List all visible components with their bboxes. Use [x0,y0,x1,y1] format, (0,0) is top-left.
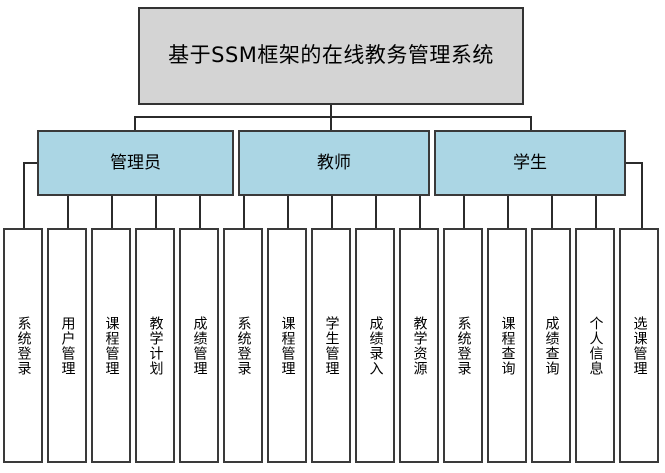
role-node-teacher-label: 教师 [317,152,351,173]
connector-admin-leaf-2 [67,196,69,229]
role-node-student[interactable]: 学生 [434,130,626,196]
connector-admin-left-drop [23,162,25,218]
connector-root-to-admin [134,116,136,130]
leaf-node[interactable]: 课程管理 [91,228,131,463]
leaf-node[interactable]: 成绩录入 [355,228,395,463]
leaf-node[interactable]: 个人信息 [575,228,615,463]
connector-admin-left-hook [23,162,39,164]
connector-student-leaf-1 [463,196,465,229]
connector-student-leaf-4 [595,196,597,229]
leaf-node-label: 个人信息 [587,315,604,376]
role-node-student-label: 学生 [513,152,547,173]
role-node-teacher[interactable]: 教师 [238,130,430,196]
connector-student-right-hook [624,162,643,164]
leaf-node-label: 系统登录 [455,315,472,376]
leaf-node[interactable]: 教学资源 [399,228,439,463]
role-node-admin[interactable]: 管理员 [37,130,234,196]
leaf-node-label: 成绩查询 [543,315,560,376]
leaf-node[interactable]: 系统登录 [3,228,43,463]
leaf-node[interactable]: 用户管理 [47,228,87,463]
leaf-node-label: 选课管理 [631,315,648,376]
leaf-node-label: 学生管理 [323,315,340,376]
connector-teacher-leaf-2 [287,196,289,229]
leaf-node-label: 系统登录 [15,315,32,376]
leaf-node[interactable]: 选课管理 [619,228,659,463]
leaf-node-label: 教学计划 [147,315,164,376]
leaf-node-label: 用户管理 [59,315,76,376]
connector-root-stem [330,105,332,117]
connector-admin-leaf-5 [199,196,201,229]
connector-admin-leaf-3 [111,196,113,229]
connector-root-bus [134,116,532,118]
connector-student-leaf-2 [507,196,509,229]
connector-teacher-leaf-3 [331,196,333,229]
connector-student-right-drop [641,162,643,229]
connector-root-to-student [530,116,532,130]
connector-teacher-leaf-5 [419,196,421,229]
leaf-node-label: 课程管理 [103,315,120,376]
leaf-node-label: 系统登录 [235,315,252,376]
root-node-label: 基于SSM框架的在线教务管理系统 [168,43,494,68]
root-node-system-title[interactable]: 基于SSM框架的在线教务管理系统 [138,7,524,105]
connector-student-leaf-3 [551,196,553,229]
connector-root-to-teacher [330,116,332,130]
leaf-node[interactable]: 成绩查询 [531,228,571,463]
leaf-node-label: 成绩录入 [367,315,384,376]
connector-admin-leaf-4 [155,196,157,229]
role-node-admin-label: 管理员 [110,152,161,173]
leaf-node[interactable]: 课程管理 [267,228,307,463]
leaf-node-label: 课程查询 [499,315,516,376]
leaf-node[interactable]: 教学计划 [135,228,175,463]
leaf-node-label: 成绩管理 [191,315,208,376]
leaf-node[interactable]: 课程查询 [487,228,527,463]
leaf-node-label: 教学资源 [411,315,428,376]
connector-admin-leaf-1 [23,217,25,229]
leaf-node[interactable]: 系统登录 [223,228,263,463]
leaf-node[interactable]: 学生管理 [311,228,351,463]
leaf-node-label: 课程管理 [279,315,296,376]
leaf-node[interactable]: 系统登录 [443,228,483,463]
leaf-node[interactable]: 成绩管理 [179,228,219,463]
connector-teacher-leaf-1 [243,196,245,229]
connector-teacher-leaf-4 [375,196,377,229]
